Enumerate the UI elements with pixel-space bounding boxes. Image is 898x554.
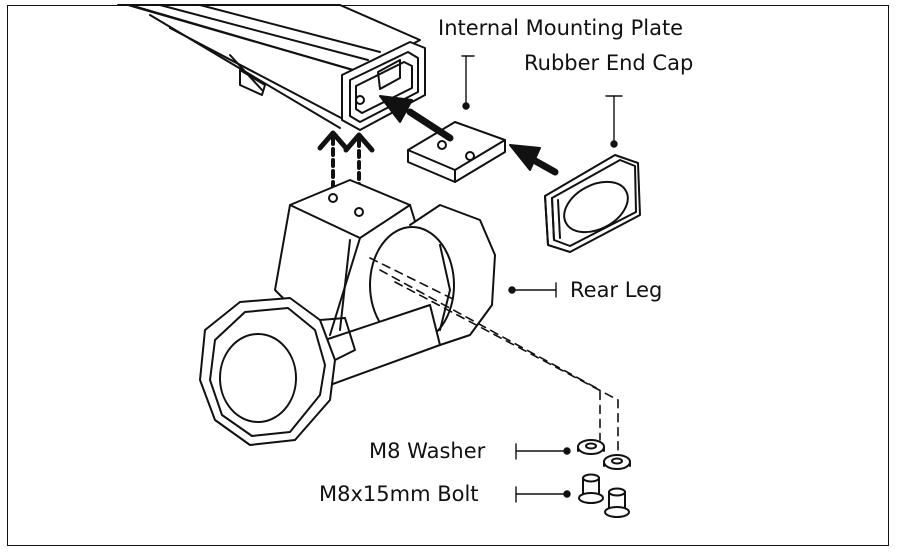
arrow-plate-to-rail	[379, 95, 454, 142]
label-internal-mounting-plate: Internal Mounting Plate	[438, 16, 684, 40]
leader-end-cap	[605, 95, 623, 148]
washer-2	[603, 454, 631, 470]
label-m8x15mm-bolt: M8x15mm Bolt	[319, 482, 479, 506]
leader-mounting-plate	[461, 55, 475, 110]
rear-leg-shape	[199, 179, 496, 446]
washer-1	[577, 439, 605, 455]
bolt-2	[604, 487, 630, 518]
label-m8-washer: M8 Washer	[369, 439, 486, 463]
leader-bolt	[515, 486, 571, 503]
leader-rear-leg	[508, 282, 557, 298]
diagram-frame	[7, 5, 889, 546]
rail-tube	[117, 4, 426, 131]
label-rubber-end-cap: Rubber End Cap	[524, 51, 694, 75]
end-cap-shape	[544, 154, 641, 253]
label-rear-leg: Rear Leg	[570, 278, 663, 302]
arrow-cap-to-plate	[509, 144, 559, 176]
bolt-path-lines	[369, 257, 619, 456]
mounting-plate-shape	[407, 121, 506, 183]
leader-washer	[515, 443, 571, 460]
bolt-1	[578, 473, 604, 504]
